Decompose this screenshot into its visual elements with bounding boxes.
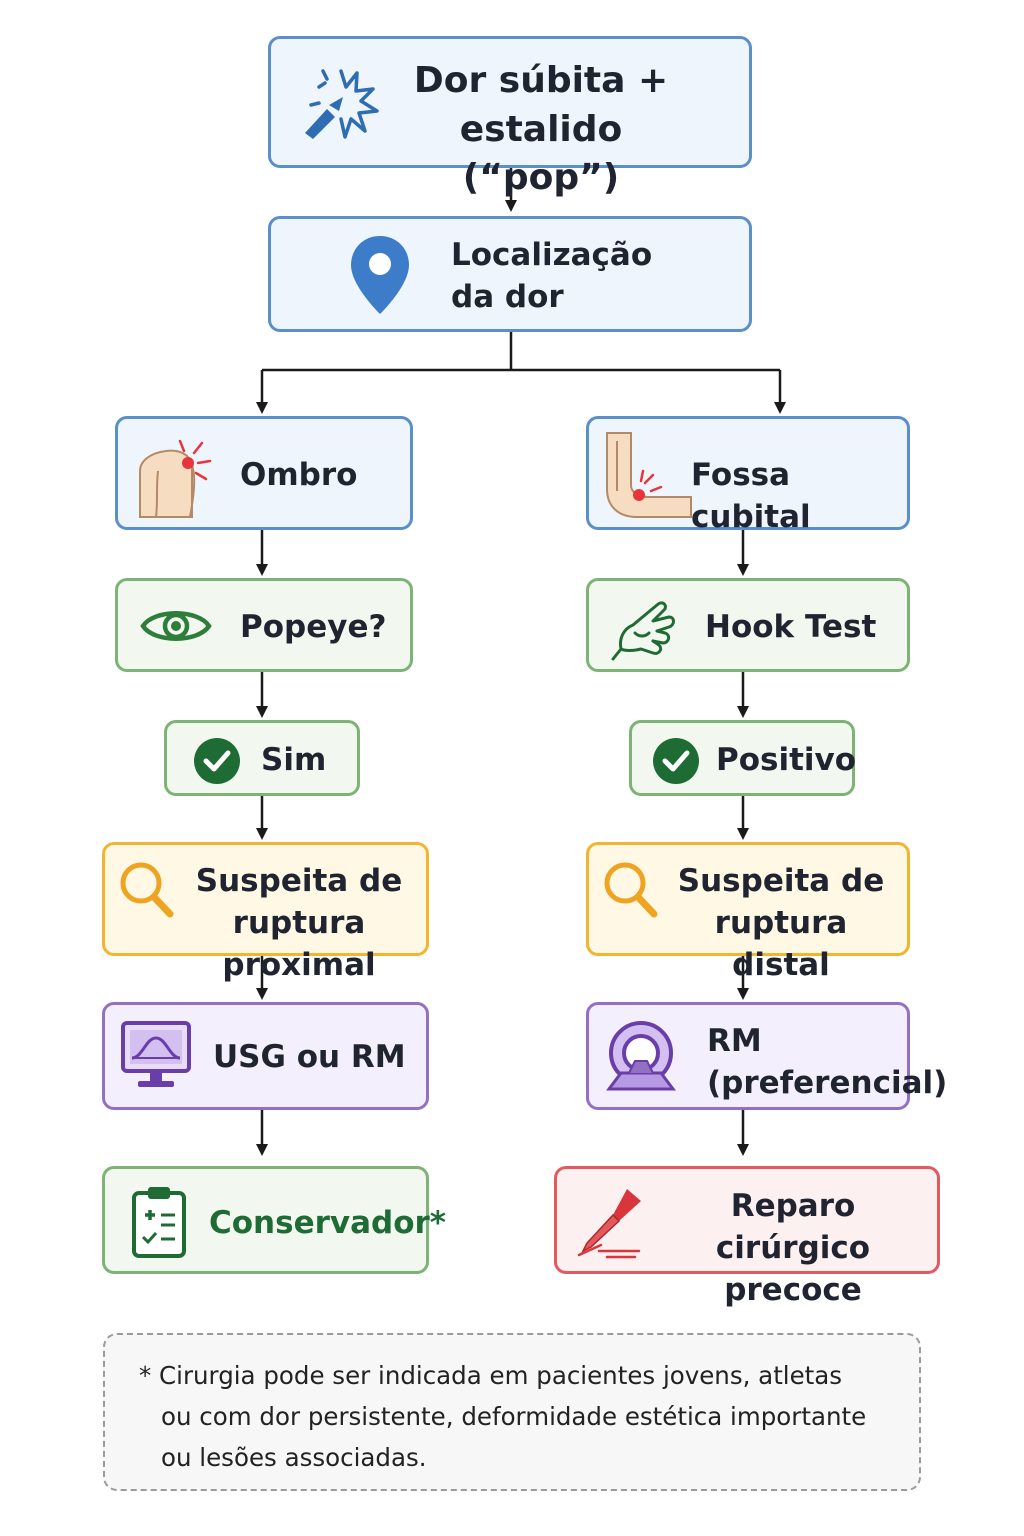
site-cubital-node: Fossa cubital [586,416,910,535]
treatment-conservative-node: Conservador* [102,1166,446,1274]
footnote-box: * Cirurgia pode ser indicada em paciente… [103,1333,921,1491]
site-shoulder-label: Ombro [240,457,358,493]
exam-popeye-label: Popeye? [240,609,387,645]
treatment-surgery-line2: precoce [724,1271,862,1308]
result-positive-label: Positivo [716,742,857,778]
magnifier-icon [120,862,174,918]
exam-hook-node: Hook Test [586,578,910,672]
footnote-line1: * Cirurgia pode ser indicada em paciente… [139,1361,843,1390]
check-circle-icon [653,738,699,784]
monitor-ultrasound-icon [121,1021,191,1087]
eye-icon [140,611,212,641]
imaging-mri-node: RM (preferencial) [586,1002,947,1110]
suspicion-distal-line1: Suspeita de [677,863,885,899]
start-node: Dor súbita + estalido (“pop”) [268,36,752,198]
suspicion-proximal-line2: ruptura proximal [222,904,376,983]
burst-icon [305,69,379,139]
imaging-mri-line2: (preferencial) [707,1064,948,1101]
location-line2: da dor [451,278,564,315]
suspicion-distal-node: Suspeita de ruptura distal [586,842,910,983]
hook-hand-icon [611,601,675,661]
exam-hook-label: Hook Test [705,609,877,645]
location-node: Localização da dor [268,216,752,332]
imaging-mri-line1: RM [707,1023,762,1059]
clipboard-icon [132,1187,186,1258]
treatment-surgery-line1: Reparo cirúrgico [715,1188,871,1266]
scalpel-icon [577,1189,641,1259]
elbow-icon [606,432,692,518]
magnifier-icon [604,862,658,918]
suspicion-proximal-node: Suspeita de ruptura proximal [102,842,429,983]
result-yes-node: Sim [164,720,360,796]
imaging-usg-label: USG ou RM [213,1039,406,1075]
map-pin-icon [351,236,409,314]
imaging-usg-node: USG ou RM [102,1002,429,1110]
footnote-line3: ou lesões associadas. [161,1443,427,1472]
treatment-conservative-label: Conservador* [209,1205,446,1241]
location-line1: Localização [451,237,653,273]
result-yes-label: Sim [261,742,327,778]
check-circle-icon [194,738,240,784]
site-cubital-label: Fossa cubital [691,457,811,535]
start-line1: Dor súbita + [413,60,669,101]
shoulder-icon [139,439,212,518]
suspicion-distal-line2: ruptura distal [714,904,848,983]
site-shoulder-node: Ombro [115,416,413,530]
treatment-surgery-node: Reparo cirúrgico precoce [554,1166,940,1308]
exam-popeye-node: Popeye? [115,578,413,672]
result-positive-node: Positivo [629,720,857,796]
footnote-line2: ou com dor persistente, deformidade esté… [161,1402,867,1431]
mri-scanner-icon [606,1021,676,1091]
suspicion-proximal-line1: Suspeita de [195,863,403,899]
start-line2: estalido (“pop”) [459,108,623,199]
